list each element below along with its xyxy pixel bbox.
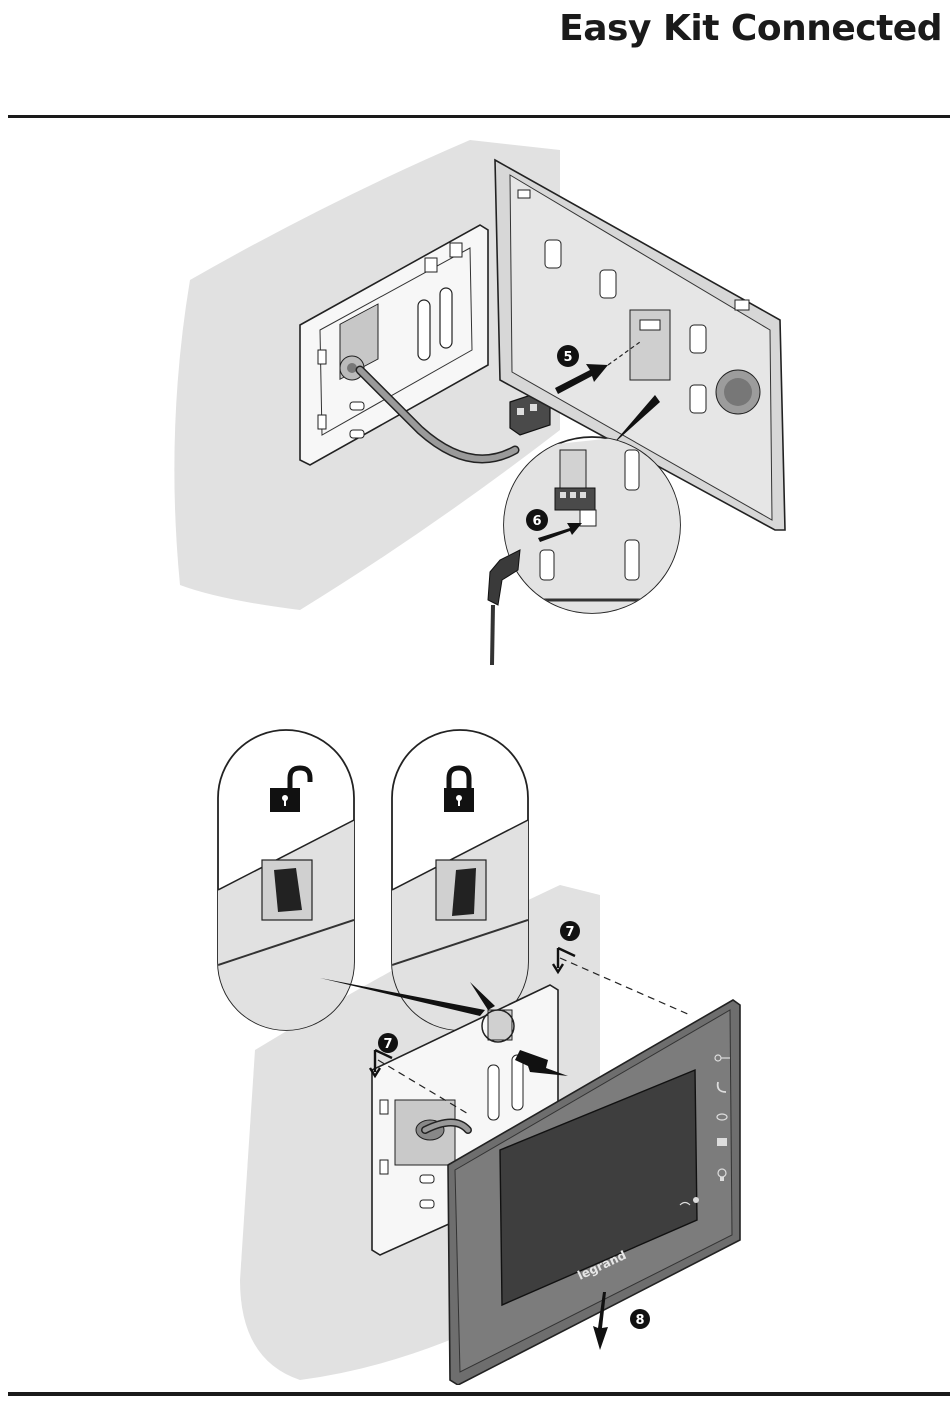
step-7-badge-upper: 7 — [560, 921, 580, 941]
step-8-label: 8 — [635, 1313, 644, 1328]
installation-figure-wiring: 5 6 — [0, 130, 950, 670]
page-title: Easy Kit Connected — [559, 8, 942, 49]
step-7-label: 7 — [383, 1037, 392, 1052]
power-plug — [488, 550, 520, 665]
step-7-badge-lower: 7 — [378, 1033, 398, 1053]
step-6-label: 6 — [532, 514, 541, 529]
step-5-label: 5 — [563, 350, 572, 365]
step-5-badge: 5 — [557, 345, 579, 367]
status-led — [693, 1197, 699, 1203]
step-8-badge: 8 — [630, 1309, 650, 1329]
detail-locked — [392, 730, 528, 1040]
header-divider — [8, 115, 950, 118]
installation-figure-mounting: 7 7 legrand 8 — [0, 720, 950, 1385]
detail-unlocked — [218, 730, 354, 1040]
footer-divider — [8, 1392, 950, 1396]
step-6-badge: 6 — [526, 509, 548, 531]
step-7-label: 7 — [565, 925, 574, 940]
camera-icon — [717, 1138, 727, 1146]
